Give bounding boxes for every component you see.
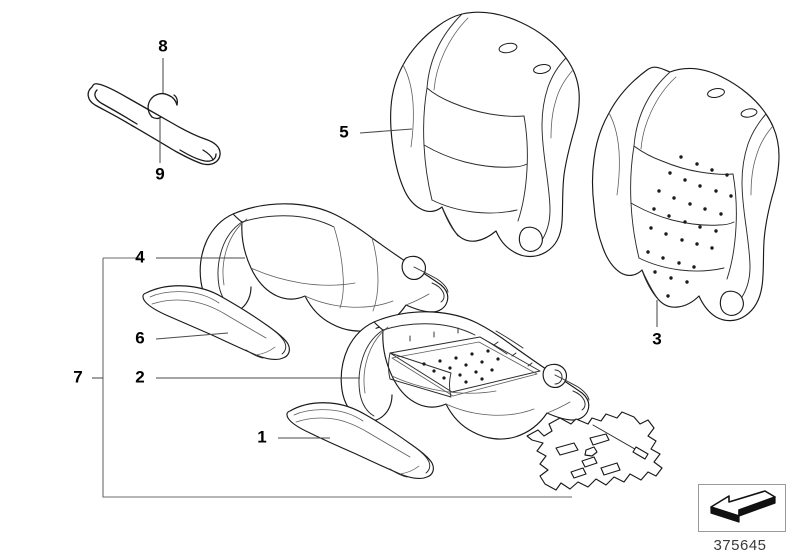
callout-number-1: 1 (257, 427, 266, 446)
view-direction-icon (710, 490, 776, 523)
callout-number-7: 7 (73, 367, 82, 386)
callout-numbers: 1 2 3 4 5 6 7 8 9 (73, 36, 661, 446)
leader-lines (92, 58, 658, 439)
part-8-spring-clip (147, 92, 179, 120)
part-3-backrest-foam-pad (591, 66, 780, 322)
callout-number-3: 3 (652, 329, 661, 348)
mounting-lugs (409, 327, 533, 367)
perforation-pattern-lower (646, 250, 696, 298)
callout-number-6: 6 (135, 328, 144, 347)
seat-pan-stamped-panel (526, 411, 663, 491)
callout-number-2: 2 (135, 367, 144, 386)
headrest-guide-hole (707, 88, 725, 98)
callout-number-5: 5 (339, 122, 348, 141)
headrest-guide-hole (740, 108, 758, 118)
leader-6 (155, 332, 229, 340)
perforation-pattern-middle (649, 189, 723, 250)
part-1-thigh-support-foam (286, 402, 434, 479)
part-6-thigh-support-cover (142, 285, 290, 360)
part-5-backrest-cover (390, 11, 580, 258)
callout-number-4: 4 (135, 247, 145, 266)
callout-number-8: 8 (158, 36, 167, 55)
view-direction-indicator (698, 484, 786, 532)
part-2-seat-cushion-foam-pad (340, 311, 590, 440)
diagram-id-label: 375645 (713, 537, 767, 554)
part-4-seat-cushion-cover (199, 203, 449, 332)
part-group-bracket (102, 257, 572, 498)
headrest-guide-hole (498, 42, 518, 54)
part-9-wire-loop-tool (87, 83, 221, 166)
leader-5 (359, 128, 413, 134)
perforation-pattern-seat (422, 349, 500, 384)
headrest-guide-hole (533, 64, 551, 74)
perforation-pattern-upper (668, 155, 733, 198)
callout-number-9: 9 (155, 164, 164, 183)
